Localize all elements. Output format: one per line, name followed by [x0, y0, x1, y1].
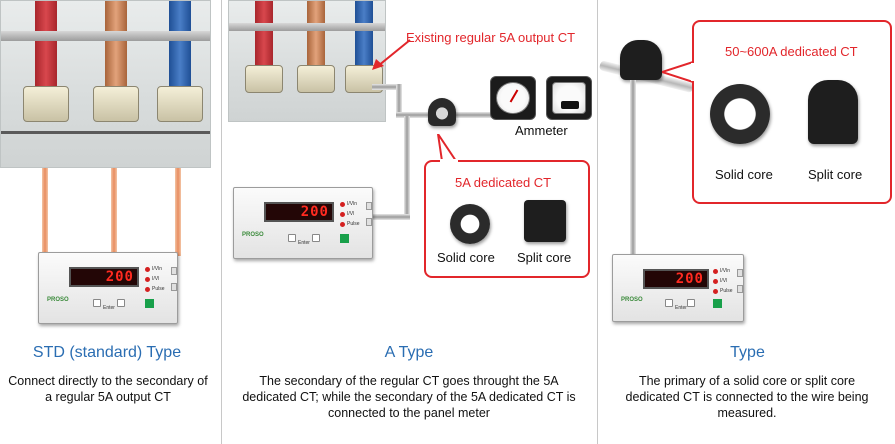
- current-transformer: [93, 86, 139, 122]
- meter-brand: PROSO: [242, 232, 264, 238]
- led-indicator: [713, 279, 718, 284]
- secondary-wire: [175, 168, 181, 256]
- led-indicator: [340, 222, 345, 227]
- side-clip: [171, 283, 177, 291]
- solid-core-label: Solid core: [437, 250, 495, 265]
- secondary-cable: [372, 84, 400, 90]
- ammeter-label: Ammeter: [515, 123, 568, 138]
- secondary-wire: [111, 168, 117, 256]
- led-label: Pulse: [720, 288, 733, 294]
- secondary-wire: [42, 168, 48, 256]
- meter-button: [312, 234, 320, 242]
- busbar-crossbar: [1, 31, 210, 41]
- callout-pointer: [662, 60, 694, 84]
- std-type-description: Connect directly to the secondary of a r…: [8, 374, 208, 404]
- led-indicator: [145, 267, 150, 272]
- led-indicator: [340, 202, 345, 207]
- dedicated-ct-icon: [428, 98, 456, 126]
- current-transformer: [23, 86, 69, 122]
- split-core-label: Split core: [808, 167, 863, 182]
- arrow-left-icon: [372, 39, 411, 70]
- solid-core-label: Solid core: [715, 167, 773, 182]
- busbar: [255, 1, 273, 71]
- switchgear-photo-std: [0, 0, 211, 168]
- meter-button: [288, 234, 296, 242]
- split-core-ct-icon: [808, 80, 858, 144]
- led-indicator: [145, 277, 150, 282]
- busbar: [35, 1, 57, 91]
- side-clip: [737, 269, 743, 277]
- secondary-cable: [372, 214, 410, 220]
- side-clip: [366, 218, 372, 226]
- busbar: [105, 1, 127, 91]
- current-transformer: [157, 86, 203, 122]
- led-label: I/Vln: [152, 266, 163, 272]
- meter-brand: PROSO: [621, 297, 643, 303]
- meter-button: [665, 299, 673, 307]
- panel-divider-left: [221, 0, 222, 444]
- secondary-cable: [404, 116, 410, 220]
- button-label: Enter: [298, 240, 310, 246]
- meter-button: [117, 299, 125, 307]
- meter-display: 200: [69, 267, 139, 287]
- secondary-cable: [396, 84, 402, 118]
- led-label: I/Vln: [347, 201, 358, 207]
- meter-brand: PROSO: [47, 297, 69, 303]
- analog-ammeter-icon: [546, 76, 592, 120]
- led-label: I/Vl: [720, 278, 728, 284]
- busbar-crossbar: [229, 23, 385, 31]
- split-core-label: Split core: [517, 250, 572, 265]
- meter-display: 200: [264, 202, 334, 222]
- side-clip: [737, 285, 743, 293]
- std-type-heading: STD (standard) Type: [32, 344, 182, 361]
- led-label: I/Vln: [720, 268, 731, 274]
- led-label: Pulse: [152, 286, 165, 292]
- button-label: Enter: [675, 305, 687, 311]
- led-indicator: [340, 212, 345, 217]
- dedicated-ct-title: 5A dedicated CT: [455, 175, 552, 190]
- current-transformer: [297, 65, 335, 93]
- busbar: [169, 1, 191, 91]
- current-transformer: [245, 65, 283, 93]
- led-indicator: [145, 287, 150, 292]
- side-clip: [366, 202, 372, 210]
- side-clip: [171, 267, 177, 275]
- status-square: [340, 234, 349, 243]
- status-square: [713, 299, 722, 308]
- type-heading: Type: [730, 344, 765, 361]
- panel-divider-right: [597, 0, 598, 444]
- led-label: I/Vl: [152, 276, 160, 282]
- led-indicator: [713, 269, 718, 274]
- type-description: The primary of a solid core or split cor…: [625, 374, 869, 420]
- ct-lead: [630, 80, 636, 258]
- panel-meter: 200 I/Vln I/Vl Pulse PROSO Enter: [612, 254, 744, 322]
- wiring: [1, 131, 210, 134]
- panel-meter: 200 I/Vln I/Vl Pulse PROSO Enter: [38, 252, 178, 324]
- led-label: I/Vl: [347, 211, 355, 217]
- callout-pointer: [437, 134, 458, 162]
- led-indicator: [713, 289, 718, 294]
- solid-core-ct-icon: [710, 84, 770, 144]
- busbar: [307, 1, 325, 71]
- dedicated-ct-title: 50~600A dedicated CT: [725, 44, 858, 59]
- a-type-description: The secondary of the regular CT goes thr…: [242, 374, 576, 420]
- analog-ammeter-icon: [490, 76, 536, 120]
- busbar: [355, 1, 373, 71]
- status-square: [145, 299, 154, 308]
- a-type-heading: A Type: [384, 344, 434, 361]
- split-core-ct-icon: [524, 200, 566, 242]
- panel-meter: 200 I/Vln I/Vl Pulse PROSO Enter: [233, 187, 373, 259]
- solid-core-ct-icon: [450, 204, 490, 244]
- meter-button: [687, 299, 695, 307]
- existing-ct-label: Existing regular 5A output CT: [406, 30, 576, 45]
- led-label: Pulse: [347, 221, 360, 227]
- meter-button: [93, 299, 101, 307]
- switchgear-photo-a: [228, 0, 386, 122]
- button-label: Enter: [103, 305, 115, 311]
- meter-display: 200: [643, 269, 709, 289]
- clamp-on-ct-icon: [620, 40, 662, 80]
